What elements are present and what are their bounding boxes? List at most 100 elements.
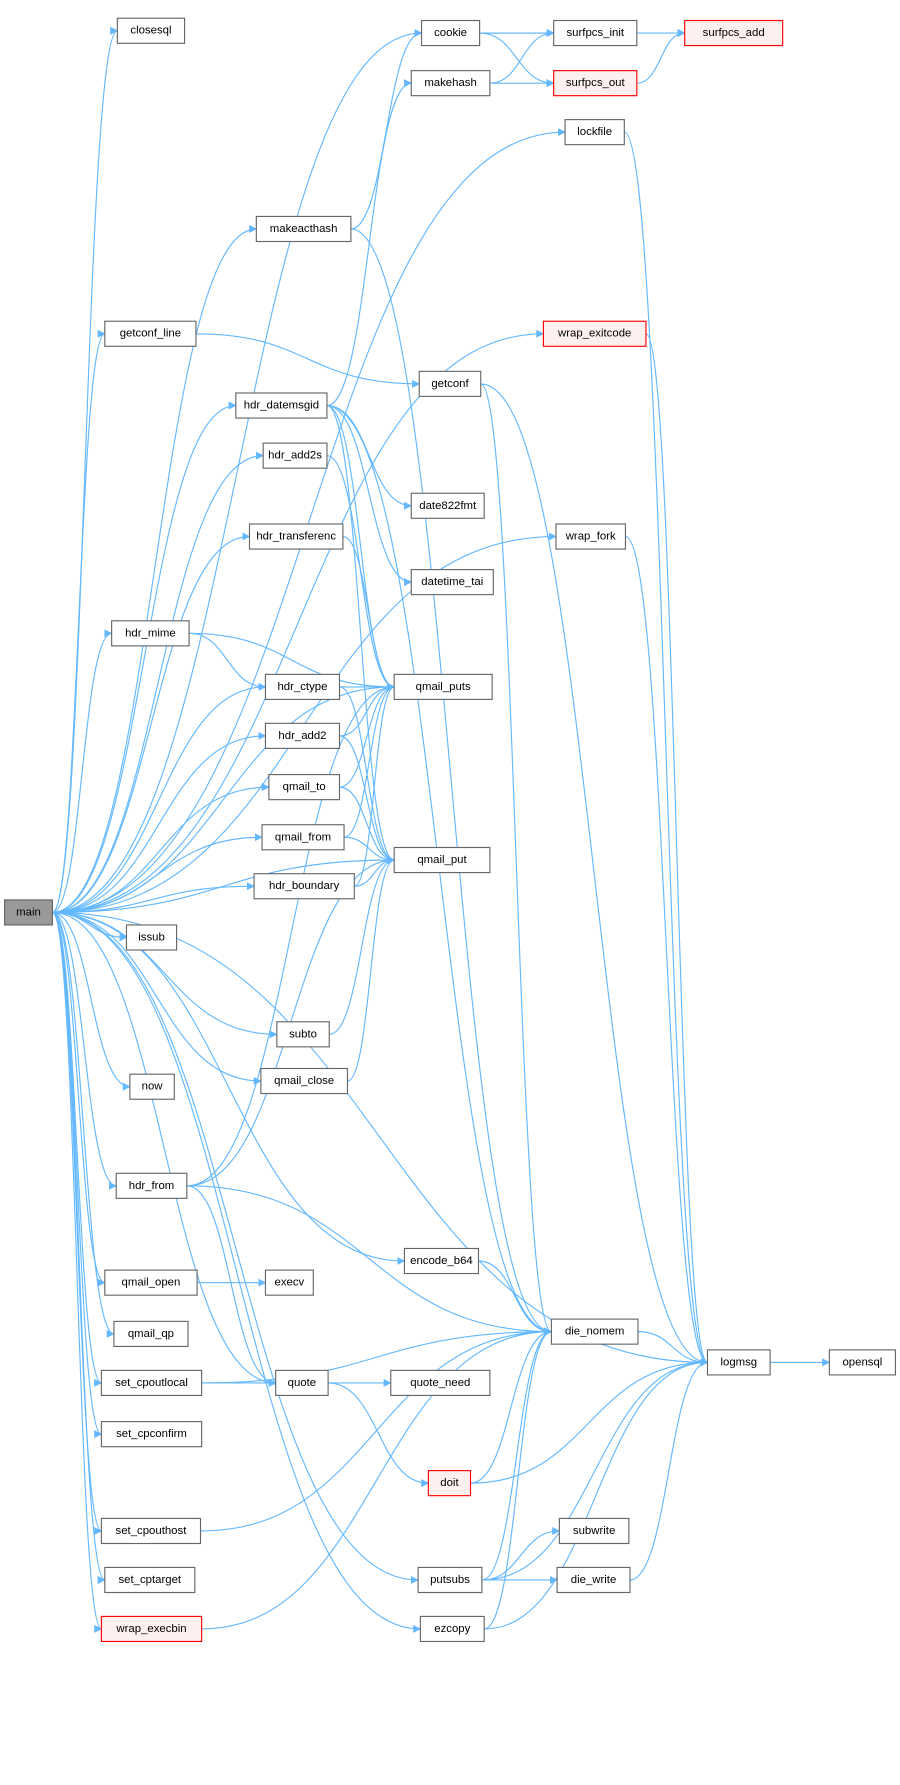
node-box xyxy=(253,873,355,900)
node-opensql[interactable]: opensql xyxy=(828,1349,897,1376)
node-set_cptarget[interactable]: set_cptarget xyxy=(104,1566,196,1594)
edge-surfpcs_out-to-surfpcs_add xyxy=(636,29,686,84)
node-date822fmt[interactable]: date822fmt xyxy=(410,492,485,519)
node-label: execv xyxy=(275,1277,305,1289)
node-label: qmail_qp xyxy=(128,1328,174,1340)
node-surfpcs_out[interactable]: surfpcs_out xyxy=(553,70,638,97)
node-label: closesql xyxy=(130,25,171,37)
node-logmsg[interactable]: logmsg xyxy=(706,1349,771,1376)
node-hdr_add2s[interactable]: hdr_add2s xyxy=(262,442,328,469)
node-wrap_exitcode[interactable]: wrap_exitcode xyxy=(542,320,647,347)
edge-main-to-qmail_to xyxy=(52,783,270,914)
node-qmail_open[interactable]: qmail_open xyxy=(104,1269,198,1296)
node-quote_need[interactable]: quote_need xyxy=(390,1369,491,1396)
edge-makeacthash-to-die_nomem xyxy=(350,228,553,1336)
edge-hdr_from-to-quote xyxy=(186,1185,277,1387)
node-ezcopy[interactable]: ezcopy xyxy=(419,1615,485,1643)
node-die_write[interactable]: die_write xyxy=(556,1566,631,1594)
edge-hdr_transferenc-to-qmail_puts xyxy=(342,535,395,691)
node-qmail_puts[interactable]: qmail_puts xyxy=(393,673,493,700)
node-set_cpouthost[interactable]: set_cpouthost xyxy=(100,1517,202,1545)
edge-main-to-qmail_put xyxy=(52,856,395,914)
node-qmail_to[interactable]: qmail_to xyxy=(268,774,341,801)
node-label: wrap_exitcode xyxy=(557,328,631,340)
node-issub[interactable]: issub xyxy=(125,924,178,951)
edge-main-to-encode_b64 xyxy=(52,911,406,1265)
node-hdr_boundary[interactable]: hdr_boundary xyxy=(253,873,355,900)
node-getconf_line[interactable]: getconf_line xyxy=(104,320,197,347)
node-subto[interactable]: subto xyxy=(276,1021,330,1048)
node-box xyxy=(420,19,481,47)
node-hdr_from[interactable]: hdr_from xyxy=(115,1172,188,1199)
edge-set_cpouthost-to-die_nomem xyxy=(200,1327,553,1532)
node-box xyxy=(264,673,341,700)
node-qmail_put[interactable]: qmail_put xyxy=(393,846,491,874)
node-hdr_add2[interactable]: hdr_add2 xyxy=(264,722,341,749)
edge-encode_b64-to-die_nomem xyxy=(478,1260,553,1336)
node-label: issub xyxy=(138,931,165,943)
node-now[interactable]: now xyxy=(129,1073,175,1100)
edge-putsubs-to-logmsg xyxy=(481,1358,709,1581)
node-label: date822fmt xyxy=(419,500,477,512)
node-closesql[interactable]: closesql xyxy=(116,17,186,44)
node-label: wrap_fork xyxy=(565,531,616,543)
node-hdr_ctype[interactable]: hdr_ctype xyxy=(264,673,341,700)
node-set_cpoutlocal[interactable]: set_cpoutlocal xyxy=(100,1369,203,1396)
node-label: ezcopy xyxy=(434,1623,470,1635)
node-wrap_fork[interactable]: wrap_fork xyxy=(555,523,627,550)
edge-quote-to-doit xyxy=(328,1382,430,1488)
node-quote[interactable]: quote xyxy=(275,1369,329,1396)
node-execv[interactable]: execv xyxy=(264,1269,314,1296)
node-subwrite[interactable]: subwrite xyxy=(558,1517,630,1545)
node-label: logmsg xyxy=(720,1356,757,1368)
edge-main-to-qmail_close xyxy=(52,911,262,1085)
node-qmail_qp[interactable]: qmail_qp xyxy=(113,1320,189,1348)
node-qmail_close[interactable]: qmail_close xyxy=(260,1067,349,1095)
node-hdr_transferenc[interactable]: hdr_transferenc xyxy=(248,523,344,550)
edge-ezcopy-to-logmsg xyxy=(484,1358,709,1630)
node-putsubs[interactable]: putsubs xyxy=(417,1566,483,1594)
node-box xyxy=(564,119,625,146)
node-surfpcs_init[interactable]: surfpcs_init xyxy=(553,19,638,47)
node-box xyxy=(264,722,341,749)
node-datetime_tai[interactable]: datetime_tai xyxy=(410,568,494,596)
node-label: set_cpconfirm xyxy=(116,1428,187,1440)
node-hdr_datemsgid[interactable]: hdr_datemsgid xyxy=(235,392,328,419)
edge-getconf-to-logmsg xyxy=(480,383,709,1367)
node-doit[interactable]: doit xyxy=(427,1470,472,1497)
edge-makehash-to-surfpcs_init xyxy=(489,29,555,84)
node-main[interactable]: main xyxy=(3,899,53,926)
edge-main-to-qmail_qp xyxy=(52,911,115,1338)
node-box xyxy=(390,1369,491,1396)
node-qmail_from[interactable]: qmail_from xyxy=(261,824,345,851)
node-label: hdr_from xyxy=(129,1180,175,1192)
node-label: datetime_tai xyxy=(421,576,483,588)
node-label: set_cpouthost xyxy=(116,1525,188,1537)
node-makehash[interactable]: makehash xyxy=(410,70,491,97)
edge-set_cpoutlocal-to-die_nomem xyxy=(201,1327,553,1384)
node-box xyxy=(3,899,53,926)
edge-hdr_add2-to-qmail_put xyxy=(339,735,395,864)
node-hdr_mime[interactable]: hdr_mime xyxy=(111,620,190,647)
edge-main-to-closesql xyxy=(51,26,119,914)
edge-main-to-now xyxy=(52,911,131,1091)
node-box xyxy=(556,1566,631,1594)
node-cookie[interactable]: cookie xyxy=(420,19,481,47)
node-makeacthash[interactable]: makeacthash xyxy=(255,215,352,243)
edge-hdr_boundary-to-qmail_puts xyxy=(354,682,395,887)
edge-main-to-hdr_from xyxy=(52,911,117,1190)
node-label: quote_need xyxy=(410,1377,470,1389)
node-label: surfpcs_add xyxy=(703,27,765,39)
node-wrap_execbin[interactable]: wrap_execbin xyxy=(100,1615,203,1643)
node-label: putsubs xyxy=(430,1574,470,1586)
node-box xyxy=(542,320,647,347)
node-die_nomem[interactable]: die_nomem xyxy=(550,1318,639,1345)
node-box xyxy=(558,1517,630,1545)
node-getconf[interactable]: getconf xyxy=(418,370,482,397)
node-lockfile[interactable]: lockfile xyxy=(564,119,625,146)
node-encode_b64[interactable]: encode_b64 xyxy=(403,1247,480,1275)
node-label: qmail_from xyxy=(275,831,331,843)
edge-wrap_exitcode-to-logmsg xyxy=(645,333,709,1367)
node-set_cpconfirm[interactable]: set_cpconfirm xyxy=(100,1421,203,1448)
node-surfpcs_add[interactable]: surfpcs_add xyxy=(684,19,784,47)
